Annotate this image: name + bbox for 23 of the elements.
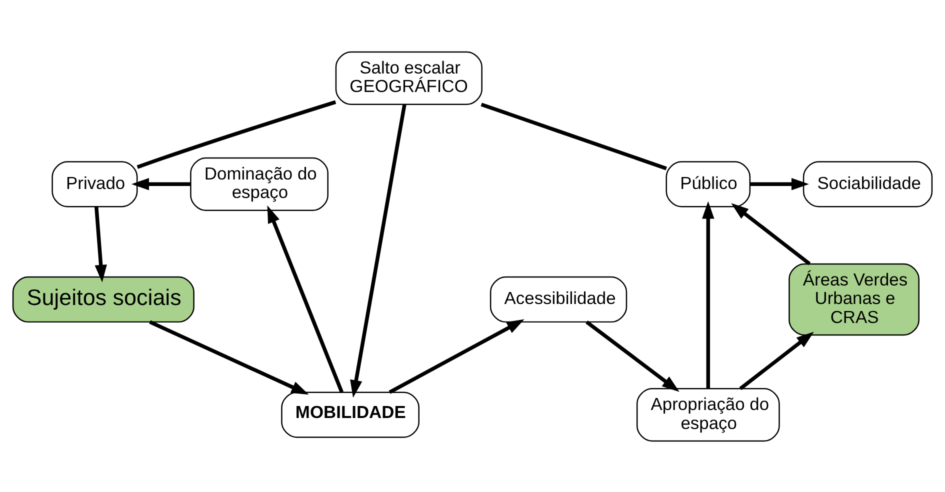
node-box: Sujeitos sociais [12, 276, 194, 322]
arrow [586, 320, 680, 392]
arrow [131, 178, 191, 190]
arrow [750, 178, 809, 190]
node-box: MOBILIDADE [281, 391, 420, 438]
node-box: Sociabilidade [802, 160, 933, 207]
arrow [149, 320, 309, 394]
node-box: Salto escalar GEOGRÁFICO [335, 50, 482, 104]
connector [136, 100, 336, 168]
node-box: Apropriação do espaço [636, 388, 780, 442]
node-box: Privado [52, 160, 138, 207]
node-box: Acessibilidade [490, 276, 628, 322]
arrow [388, 318, 524, 394]
arrow [267, 204, 344, 392]
connector [480, 102, 667, 170]
node-box: Áreas Verdes Urbanas e CRAS [788, 262, 920, 336]
node-box: Público [666, 160, 751, 207]
arrow [739, 331, 814, 390]
arrow [94, 206, 107, 282]
node-box: Dominação do espaço [190, 156, 328, 210]
arrow [350, 104, 406, 398]
arrow [731, 202, 811, 265]
arrow [702, 200, 714, 388]
